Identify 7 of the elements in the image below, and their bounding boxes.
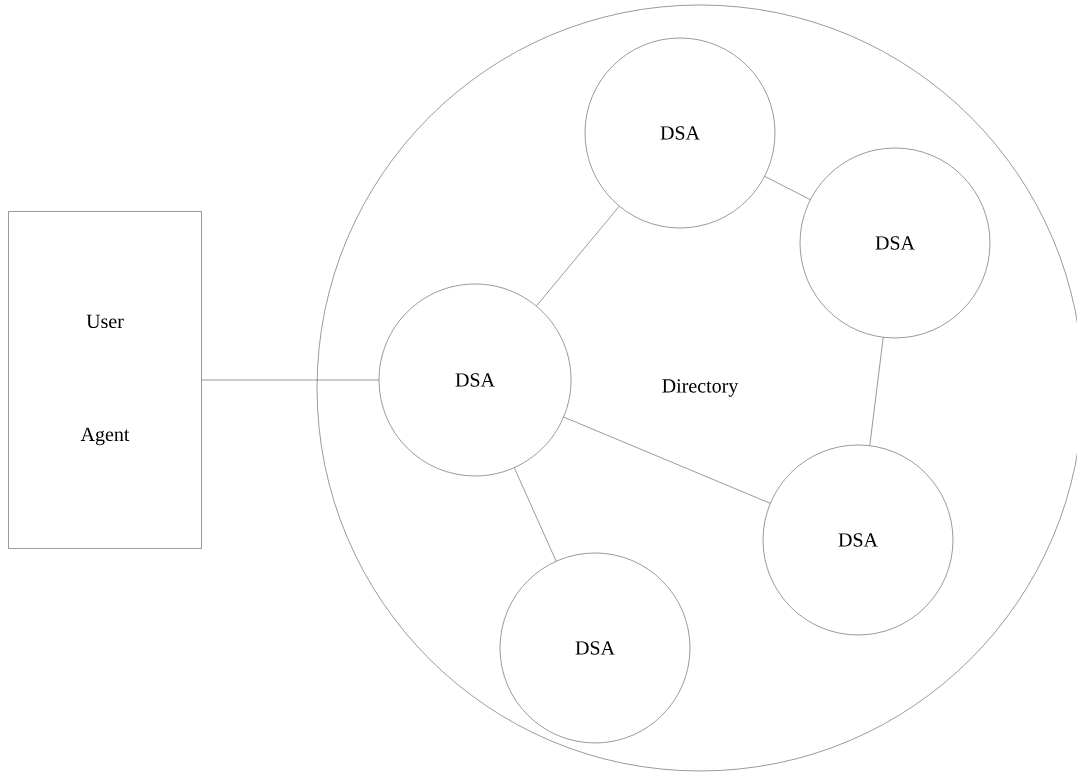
connector-line: [563, 416, 771, 504]
connector-line: [514, 467, 557, 562]
connector-line: [201, 379, 379, 381]
connector-line: [764, 176, 811, 200]
connector-line: [869, 337, 884, 446]
agent-box: User Agent: [8, 211, 202, 549]
connector-line: [536, 206, 620, 307]
